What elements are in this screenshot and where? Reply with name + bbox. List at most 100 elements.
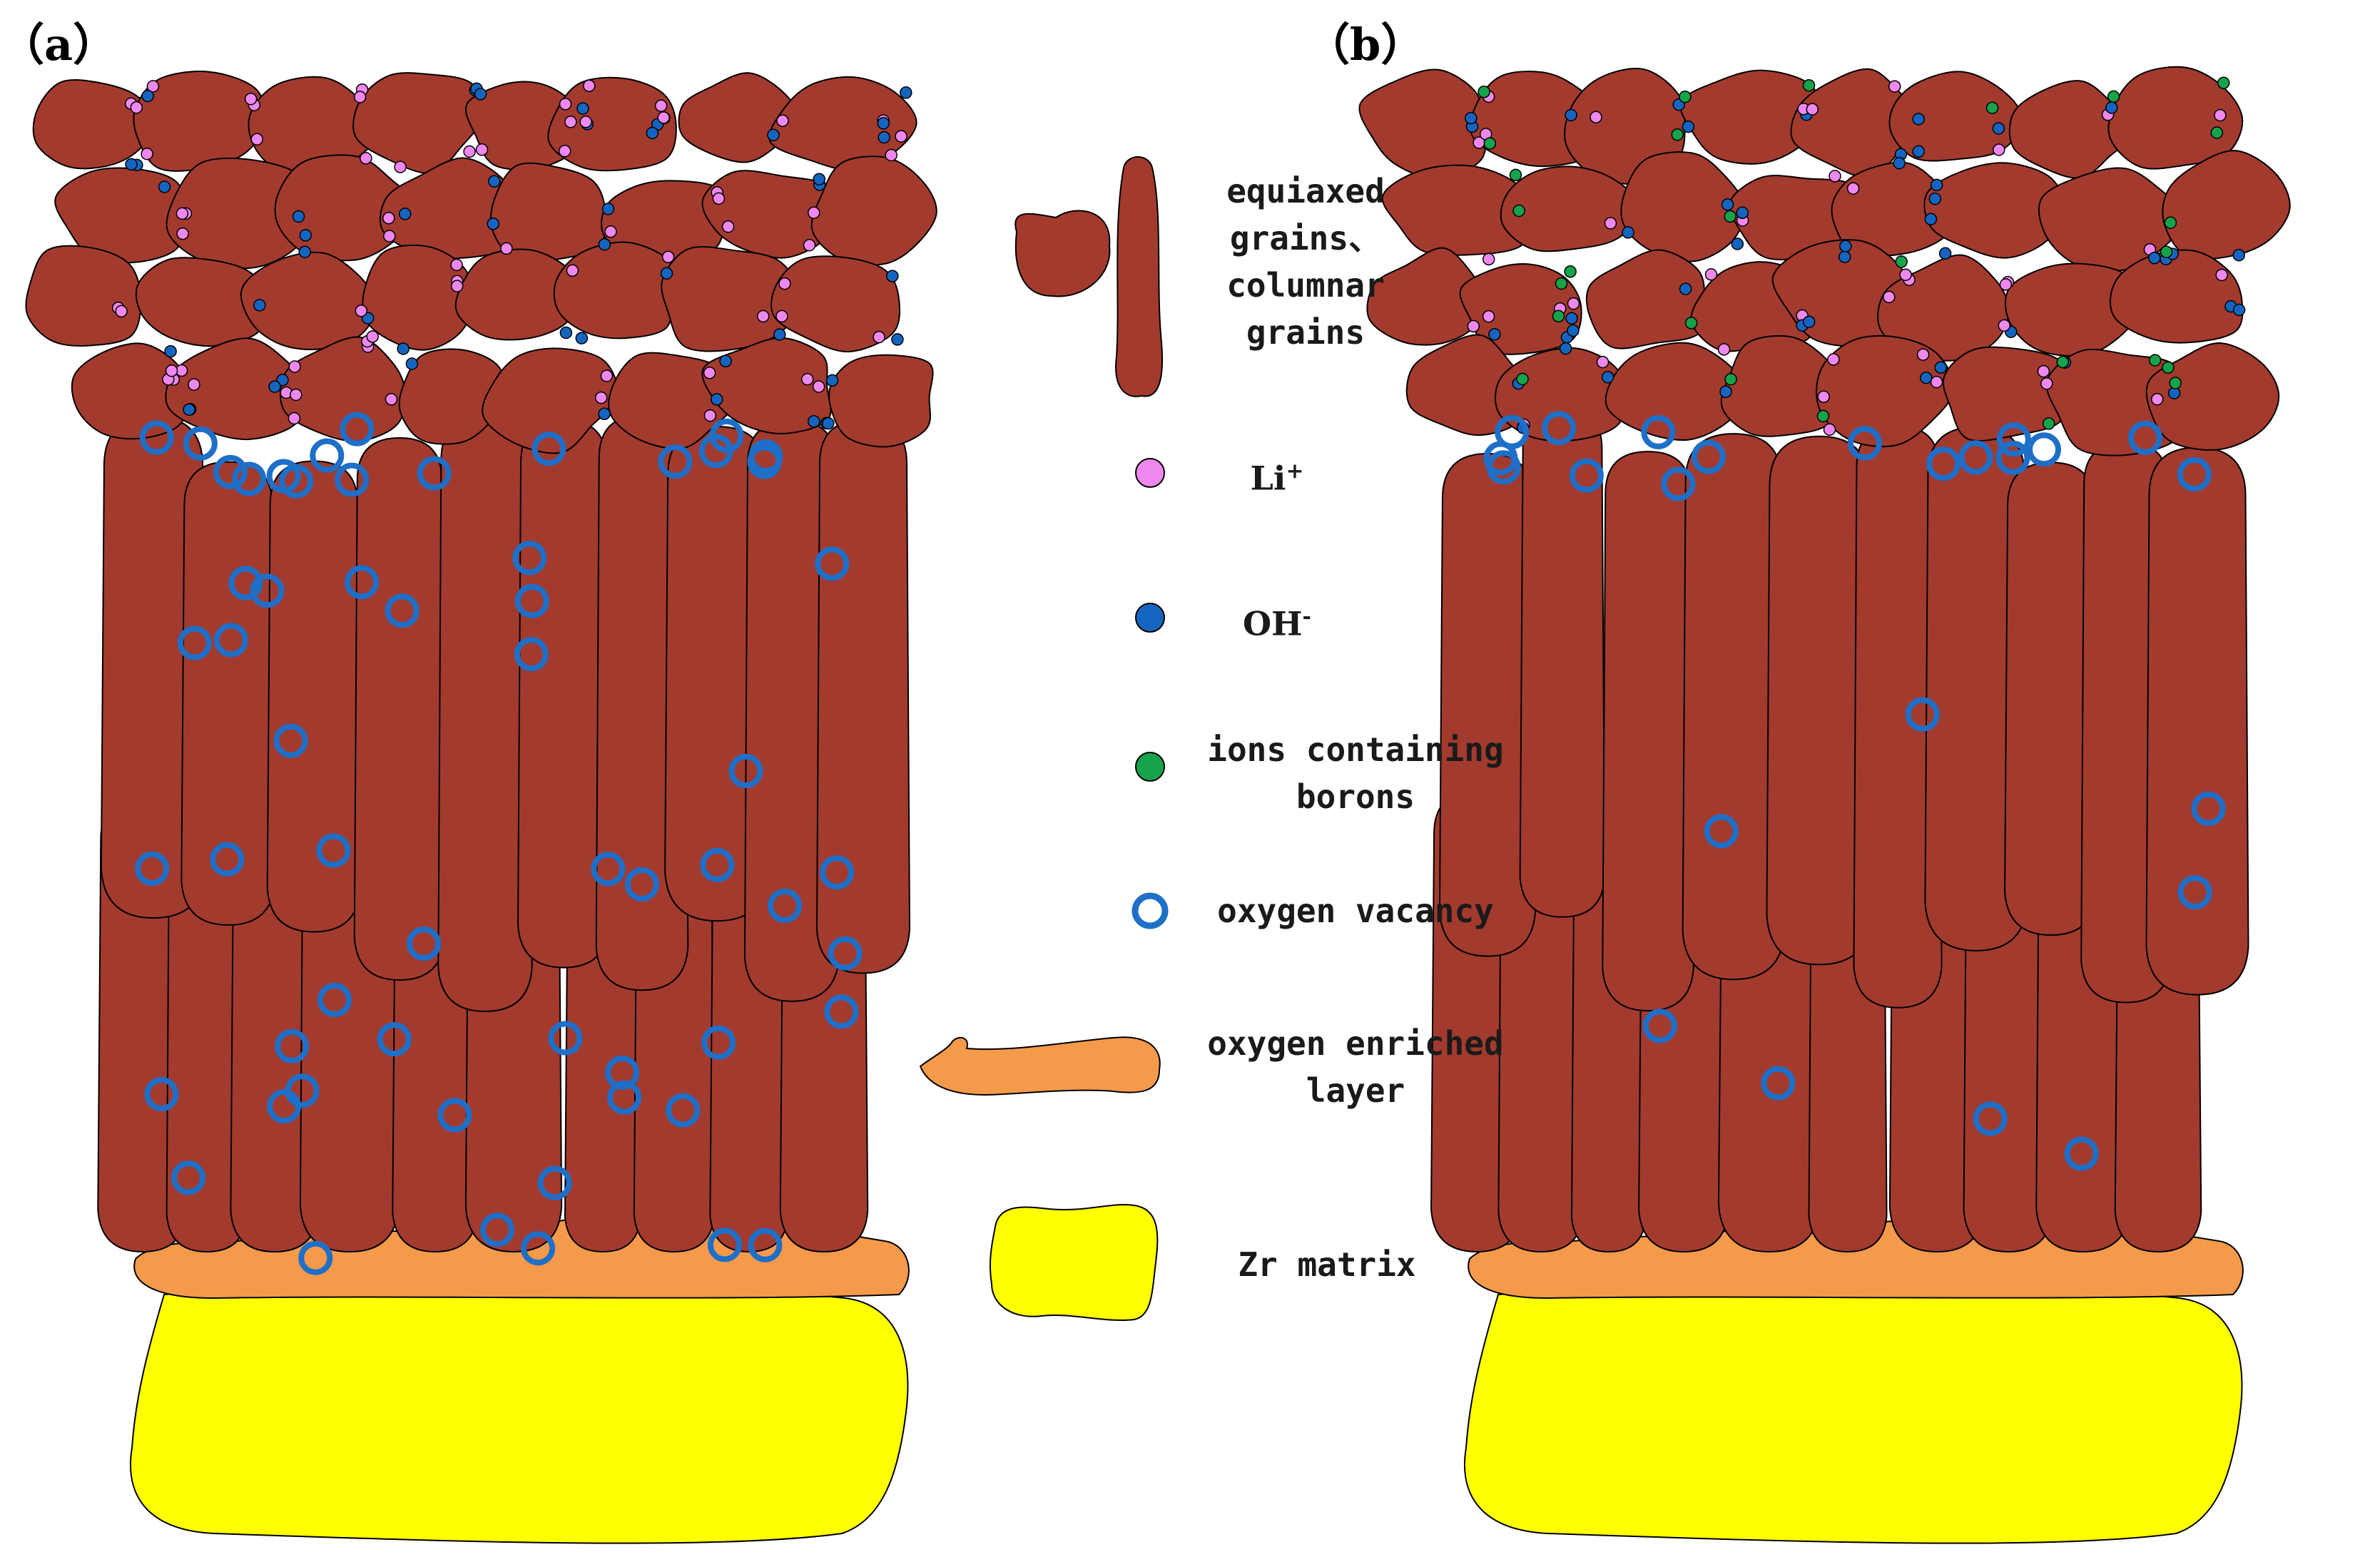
panel-b-oh-ion bbox=[1679, 282, 1692, 295]
panel-b-oh-ion bbox=[1920, 371, 1933, 384]
panel-a-oxygen-vacancy bbox=[748, 1227, 783, 1262]
panel-b-li-ion bbox=[1467, 320, 1480, 333]
panel-b-oxygen-vacancy bbox=[2191, 791, 2226, 826]
panel-a-equiaxed-grain bbox=[398, 348, 508, 445]
panel-b-oxygen-vacancy bbox=[1761, 1066, 1796, 1101]
panel-b-li-ion bbox=[1823, 423, 1836, 436]
panel-a-li-ion bbox=[244, 92, 258, 106]
panel-a-oh-ion bbox=[822, 417, 835, 430]
panel-a-li-ion bbox=[756, 310, 770, 323]
panel-b-oxygen-vacancy bbox=[1542, 411, 1576, 446]
legend-grains-line2: grains、 bbox=[1229, 219, 1382, 257]
panel-a-oh-ion bbox=[298, 245, 311, 258]
legend-oxygen-layer-label: oxygen enriched layer bbox=[1199, 1020, 1512, 1114]
panel-b-oh-ion bbox=[1736, 206, 1749, 220]
panel-b-li-ion bbox=[2215, 268, 2228, 282]
panel-a-equiaxed-grain bbox=[553, 241, 674, 340]
panel-b-oh-ion bbox=[1719, 385, 1732, 398]
panel-a-li-ion bbox=[566, 264, 579, 277]
panel-b-oh-ion bbox=[1721, 198, 1734, 211]
panel-b-equiaxed-grain bbox=[2109, 249, 2244, 344]
panel-a-li-ion bbox=[812, 380, 825, 393]
panel-b-oh-ion bbox=[1912, 113, 1925, 126]
panel-a-li-ion bbox=[394, 160, 407, 173]
panel-a-li-ion bbox=[721, 220, 735, 233]
panel-b-equiaxed-grain bbox=[2162, 150, 2291, 260]
legend bbox=[919, 156, 1169, 1322]
panel-b-equiaxed-grain bbox=[2005, 262, 2142, 357]
panel-a-oxygen-vacancy bbox=[512, 541, 547, 576]
panel-b-oxygen-vacancy bbox=[2177, 875, 2212, 909]
panel-a-oxygen-vacancy bbox=[820, 855, 855, 890]
panel-a-oxygen-vacancy bbox=[417, 456, 452, 491]
panel-b-columnar-grain bbox=[1519, 408, 1606, 918]
panel-a-oxygen-vacancy bbox=[317, 982, 352, 1017]
panel-b-li-ion bbox=[1899, 268, 1912, 281]
panel-a-equiaxed-grain bbox=[771, 255, 901, 353]
panel-a-oxygen-vacancy bbox=[298, 1240, 333, 1275]
panel-a-oxygen-vacancy bbox=[250, 573, 285, 608]
panel-a-oxygen-vacancy bbox=[591, 852, 626, 887]
panel-a-equiaxed-grain bbox=[165, 337, 307, 441]
panel-a-equiaxed-grain bbox=[810, 155, 937, 266]
panel-a-oh-ion bbox=[183, 403, 195, 416]
panel-a-li-ion bbox=[703, 409, 717, 422]
panel-a-oxygen-vacancy bbox=[316, 833, 351, 868]
panel-a-oxygen-vacancy bbox=[267, 1089, 302, 1124]
legend-boron-label: ions containing borons bbox=[1199, 726, 1512, 820]
panel-a-li-ion bbox=[564, 116, 577, 128]
panel-a-oxygen-vacancy bbox=[340, 412, 375, 446]
panel-a-oh-ion bbox=[813, 173, 826, 185]
panel-b-oxygen-vacancy bbox=[1996, 422, 2031, 457]
panel-a-oh-ion bbox=[158, 180, 171, 193]
panel-a-oh-ion bbox=[405, 357, 419, 370]
panel-b-oh-ion bbox=[2232, 303, 2246, 317]
panel-a-li-ion bbox=[385, 393, 398, 406]
panel-a-columnar-grain bbox=[180, 461, 276, 926]
legend-li-label: Li+ bbox=[1241, 448, 1313, 501]
panel-b-equiaxed-grain bbox=[1831, 161, 1963, 257]
panel-a-oxygen-vacancy bbox=[828, 936, 863, 971]
panel-a-li-ion bbox=[579, 116, 592, 128]
legend-oxygen-layer-line2: layer bbox=[1306, 1071, 1405, 1110]
panel-a-li-ion bbox=[583, 79, 596, 92]
panel-a-oxygen-vacancy bbox=[514, 637, 549, 672]
panel-b-li-ion bbox=[1604, 217, 1617, 230]
panel-b-li-ion bbox=[1883, 290, 1896, 304]
panel-b-equiaxed-grain bbox=[1605, 342, 1748, 441]
panel-b-equiaxed-grain bbox=[1620, 151, 1745, 262]
panel-b-boron-ion bbox=[1802, 78, 1816, 92]
panel-a-oh-ion bbox=[825, 374, 839, 387]
panel-a-oh-ion bbox=[660, 267, 673, 280]
panel-a-li-ion bbox=[803, 238, 816, 252]
panel-b-oh-ion bbox=[1488, 328, 1501, 341]
panel-b-illustration bbox=[1358, 66, 2291, 1544]
panel-a-li-ion bbox=[450, 280, 464, 292]
legend-vacancy-label: oxygen vacancy bbox=[1217, 892, 1494, 930]
panel-a-label: （a） bbox=[0, 19, 118, 71]
panel-a-li-ion bbox=[165, 364, 178, 377]
panel-a-oxygen-vacancy bbox=[548, 1021, 583, 1056]
panel-a-li-ion bbox=[558, 144, 571, 158]
panel-a-equiaxed-grain bbox=[379, 157, 516, 260]
panel-a-oxygen-vacancy bbox=[266, 459, 301, 494]
panel-a-oh-ion bbox=[292, 210, 305, 223]
panel-a-li-ion bbox=[146, 80, 160, 93]
panel-a-equiaxed-grain bbox=[701, 337, 832, 434]
legend-oh-sup: - bbox=[1302, 604, 1311, 629]
panel-a-oxygen-vacancy bbox=[385, 593, 419, 628]
panel-b-boron-ion bbox=[1483, 137, 1497, 150]
panel-a-oxygen-vacancy bbox=[728, 754, 763, 788]
panel-a-oh-ion bbox=[268, 380, 281, 393]
panel-a-li-ion bbox=[604, 225, 617, 238]
panel-b-equiaxed-grain bbox=[1888, 71, 2024, 162]
panel-b-boron-ion bbox=[2169, 377, 2182, 389]
panel-b-equiaxed-grain bbox=[2008, 80, 2137, 179]
panel-a-equiaxed-grain bbox=[701, 170, 843, 259]
panel-b-oh-ion bbox=[1930, 178, 1943, 192]
panel-b-oh-ion bbox=[2148, 252, 2161, 265]
panel-b-oxygen-vacancy bbox=[2064, 1136, 2099, 1171]
panel-b-li-ion bbox=[2150, 392, 2164, 406]
panel-a-oxygen-vacancy bbox=[605, 1055, 640, 1090]
panel-a-equiaxed-grain bbox=[454, 248, 583, 341]
